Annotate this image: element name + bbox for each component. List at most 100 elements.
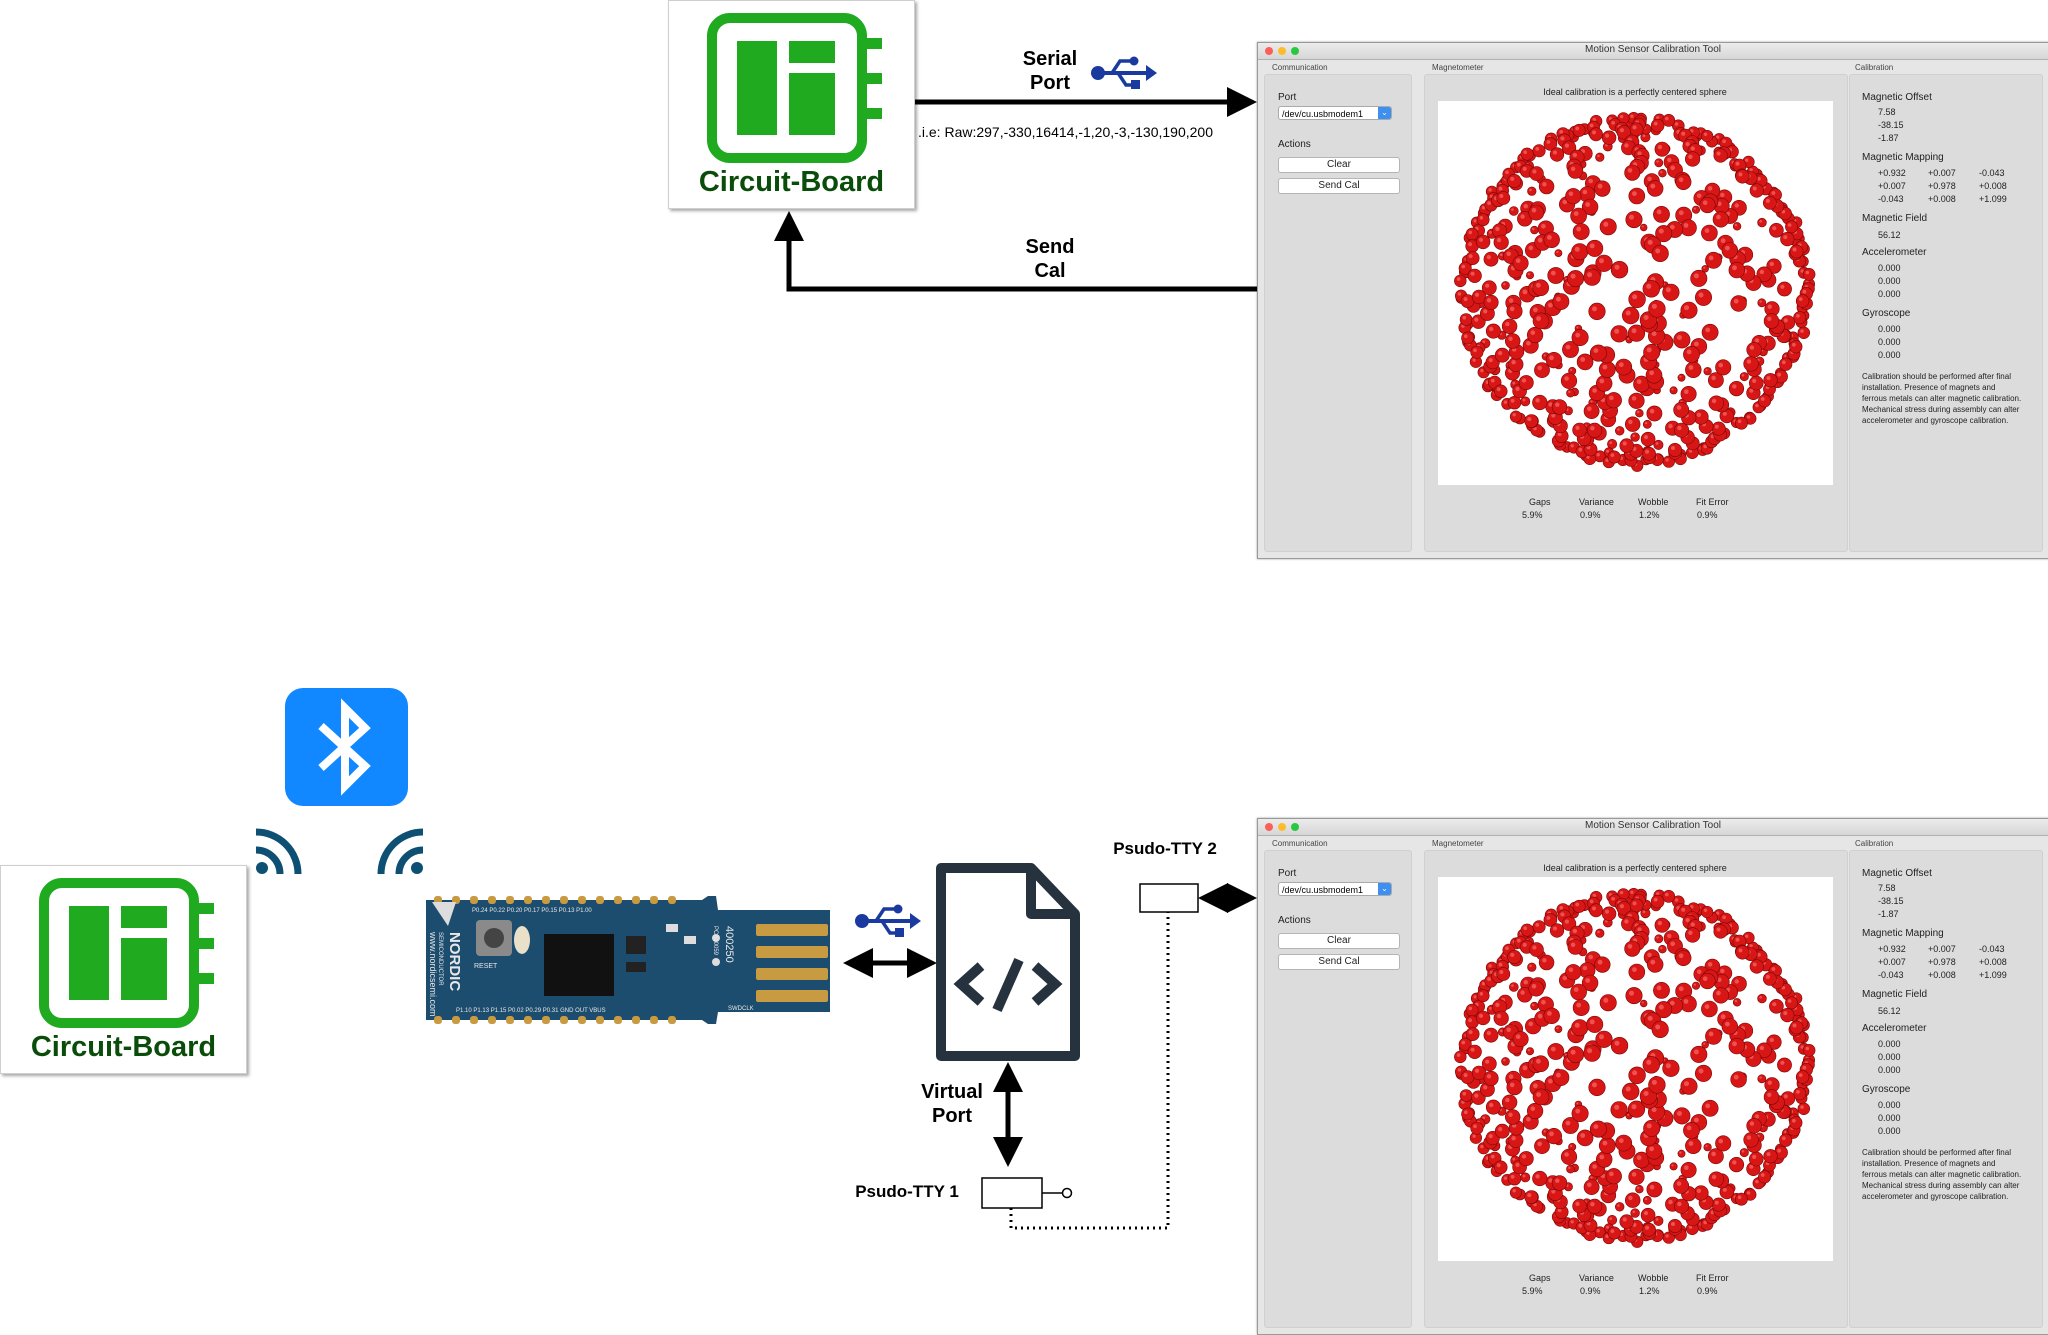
sphere-point: [1485, 1099, 1501, 1115]
sphere-point-highlight: [1628, 419, 1633, 425]
sphere-point: [1532, 920, 1546, 934]
sphere-point: [1530, 225, 1539, 235]
sphere-point-highlight: [1523, 150, 1527, 154]
sphere-point-highlight: [1644, 421, 1648, 425]
sphere-point-highlight: [1631, 1172, 1637, 1177]
sphere-point-highlight: [1752, 1154, 1757, 1159]
sphere-point-highlight: [1757, 952, 1761, 957]
sphere-point-highlight: [1582, 189, 1588, 195]
sphere-point-highlight: [1783, 1011, 1788, 1016]
sphere-point-highlight: [1684, 305, 1689, 311]
sphere-point-highlight: [1515, 258, 1521, 263]
sphere-point: [1628, 187, 1646, 205]
send-cal-button[interactable]: Send Cal: [1278, 954, 1400, 970]
sphere-point-highlight: [1693, 207, 1696, 210]
sphere-point-highlight: [1665, 892, 1669, 897]
close-window-button[interactable]: [1265, 47, 1273, 55]
sphere-point-highlight: [1707, 186, 1713, 191]
sphere-point-highlight: [1651, 331, 1657, 337]
minimize-window-button[interactable]: [1278, 823, 1286, 831]
sphere-point: [1509, 982, 1519, 992]
sphere-point-highlight: [1537, 365, 1542, 371]
sphere-point-highlight: [1575, 1201, 1580, 1206]
sphere-point-highlight: [1552, 926, 1557, 931]
sphere-point: [1501, 1057, 1510, 1066]
clear-button[interactable]: Clear: [1278, 933, 1400, 949]
sphere-point: [1520, 1172, 1531, 1183]
sphere-point: [1668, 1218, 1683, 1233]
communication-panel: [1264, 74, 1412, 552]
sphere-point-highlight: [1605, 1234, 1609, 1238]
send-cal-button[interactable]: Send Cal: [1278, 178, 1400, 194]
sphere-point: [1743, 356, 1759, 372]
close-window-button[interactable]: [1265, 823, 1273, 831]
sphere-point: [1795, 294, 1810, 308]
sphere-point-highlight: [1685, 918, 1690, 923]
port-select[interactable]: /dev/cu.usbmodem1⌄: [1278, 106, 1392, 120]
sphere-point: [1485, 323, 1501, 339]
sphere-point: [1532, 279, 1549, 296]
sphere-point: [1615, 358, 1633, 376]
sphere-point-highlight: [1749, 1121, 1755, 1126]
sphere-point-highlight: [1489, 1102, 1494, 1108]
sphere-point: [1595, 152, 1605, 162]
maximize-window-button[interactable]: [1291, 823, 1299, 831]
sphere-point-highlight: [1641, 1001, 1644, 1004]
sphere-point: [1642, 280, 1661, 298]
sphere-point: [1598, 1137, 1616, 1154]
sphere-point-highlight: [1637, 1186, 1640, 1190]
sphere-point-highlight: [1749, 944, 1753, 948]
sphere-point-highlight: [1542, 958, 1547, 963]
sphere-point-highlight: [1759, 220, 1762, 223]
sphere-point-highlight: [1645, 449, 1650, 454]
sphere-point-highlight: [1772, 1002, 1777, 1007]
sphere-point-highlight: [1704, 228, 1710, 233]
calibration-note: Calibration should be performed after fi…: [1862, 1148, 2022, 1201]
sphere-point-highlight: [1754, 338, 1760, 343]
sphere-point: [1728, 261, 1745, 279]
sphere-point-highlight: [1669, 1000, 1675, 1006]
sphere-point-highlight: [1473, 348, 1477, 353]
calibration-group-label: Calibration: [1855, 839, 1894, 848]
port-select[interactable]: /dev/cu.usbmodem1⌄: [1278, 882, 1392, 896]
sphere-point-highlight: [1733, 1074, 1739, 1080]
sphere-point-highlight: [1570, 273, 1576, 279]
sphere-point-highlight: [1667, 157, 1672, 163]
minimize-window-button[interactable]: [1278, 47, 1286, 55]
sphere-point: [1734, 416, 1748, 430]
sphere-point-highlight: [1527, 417, 1532, 422]
sphere-point-highlight: [1575, 425, 1580, 430]
sphere-point-highlight: [1609, 1217, 1613, 1220]
wifi-signal-icon: [377, 828, 424, 875]
sphere-point: [1658, 168, 1667, 178]
sphere-point: [1483, 1070, 1499, 1086]
sphere-point-highlight: [1535, 923, 1540, 927]
sphere-point-highlight: [1755, 403, 1759, 408]
maximize-window-button[interactable]: [1291, 47, 1299, 55]
sphere-point-highlight: [1619, 890, 1624, 895]
sphere-point: [1610, 261, 1629, 279]
sphere-point: [1648, 1076, 1666, 1094]
sphere-point-highlight: [1660, 170, 1663, 174]
sphere-point: [1654, 141, 1670, 157]
clear-button[interactable]: Clear: [1278, 157, 1400, 173]
sphere-point-highlight: [1546, 916, 1551, 920]
sphere-point-highlight: [1551, 413, 1556, 418]
sphere-point-highlight: [1499, 970, 1504, 974]
mapping-cell: +0.008: [1979, 957, 2007, 967]
usb-icon: [1091, 56, 1157, 89]
sphere-point: [1506, 1079, 1523, 1096]
sphere-point: [1749, 183, 1764, 198]
sphere-point: [1763, 313, 1780, 329]
sphere-point-highlight: [1464, 1110, 1468, 1114]
sphere-point-highlight: [1590, 1202, 1595, 1207]
sphere-point: [1501, 281, 1510, 290]
sphere-point: [1509, 1186, 1522, 1199]
sphere-point-highlight: [1738, 948, 1743, 953]
sphere-point-highlight: [1767, 316, 1772, 321]
sphere-point-highlight: [1655, 1024, 1661, 1030]
sphere-point-highlight: [1759, 1045, 1765, 1051]
sphere-point: [1589, 903, 1603, 918]
sphere-point-highlight: [1681, 907, 1686, 912]
sphere-point-highlight: [1679, 375, 1682, 378]
